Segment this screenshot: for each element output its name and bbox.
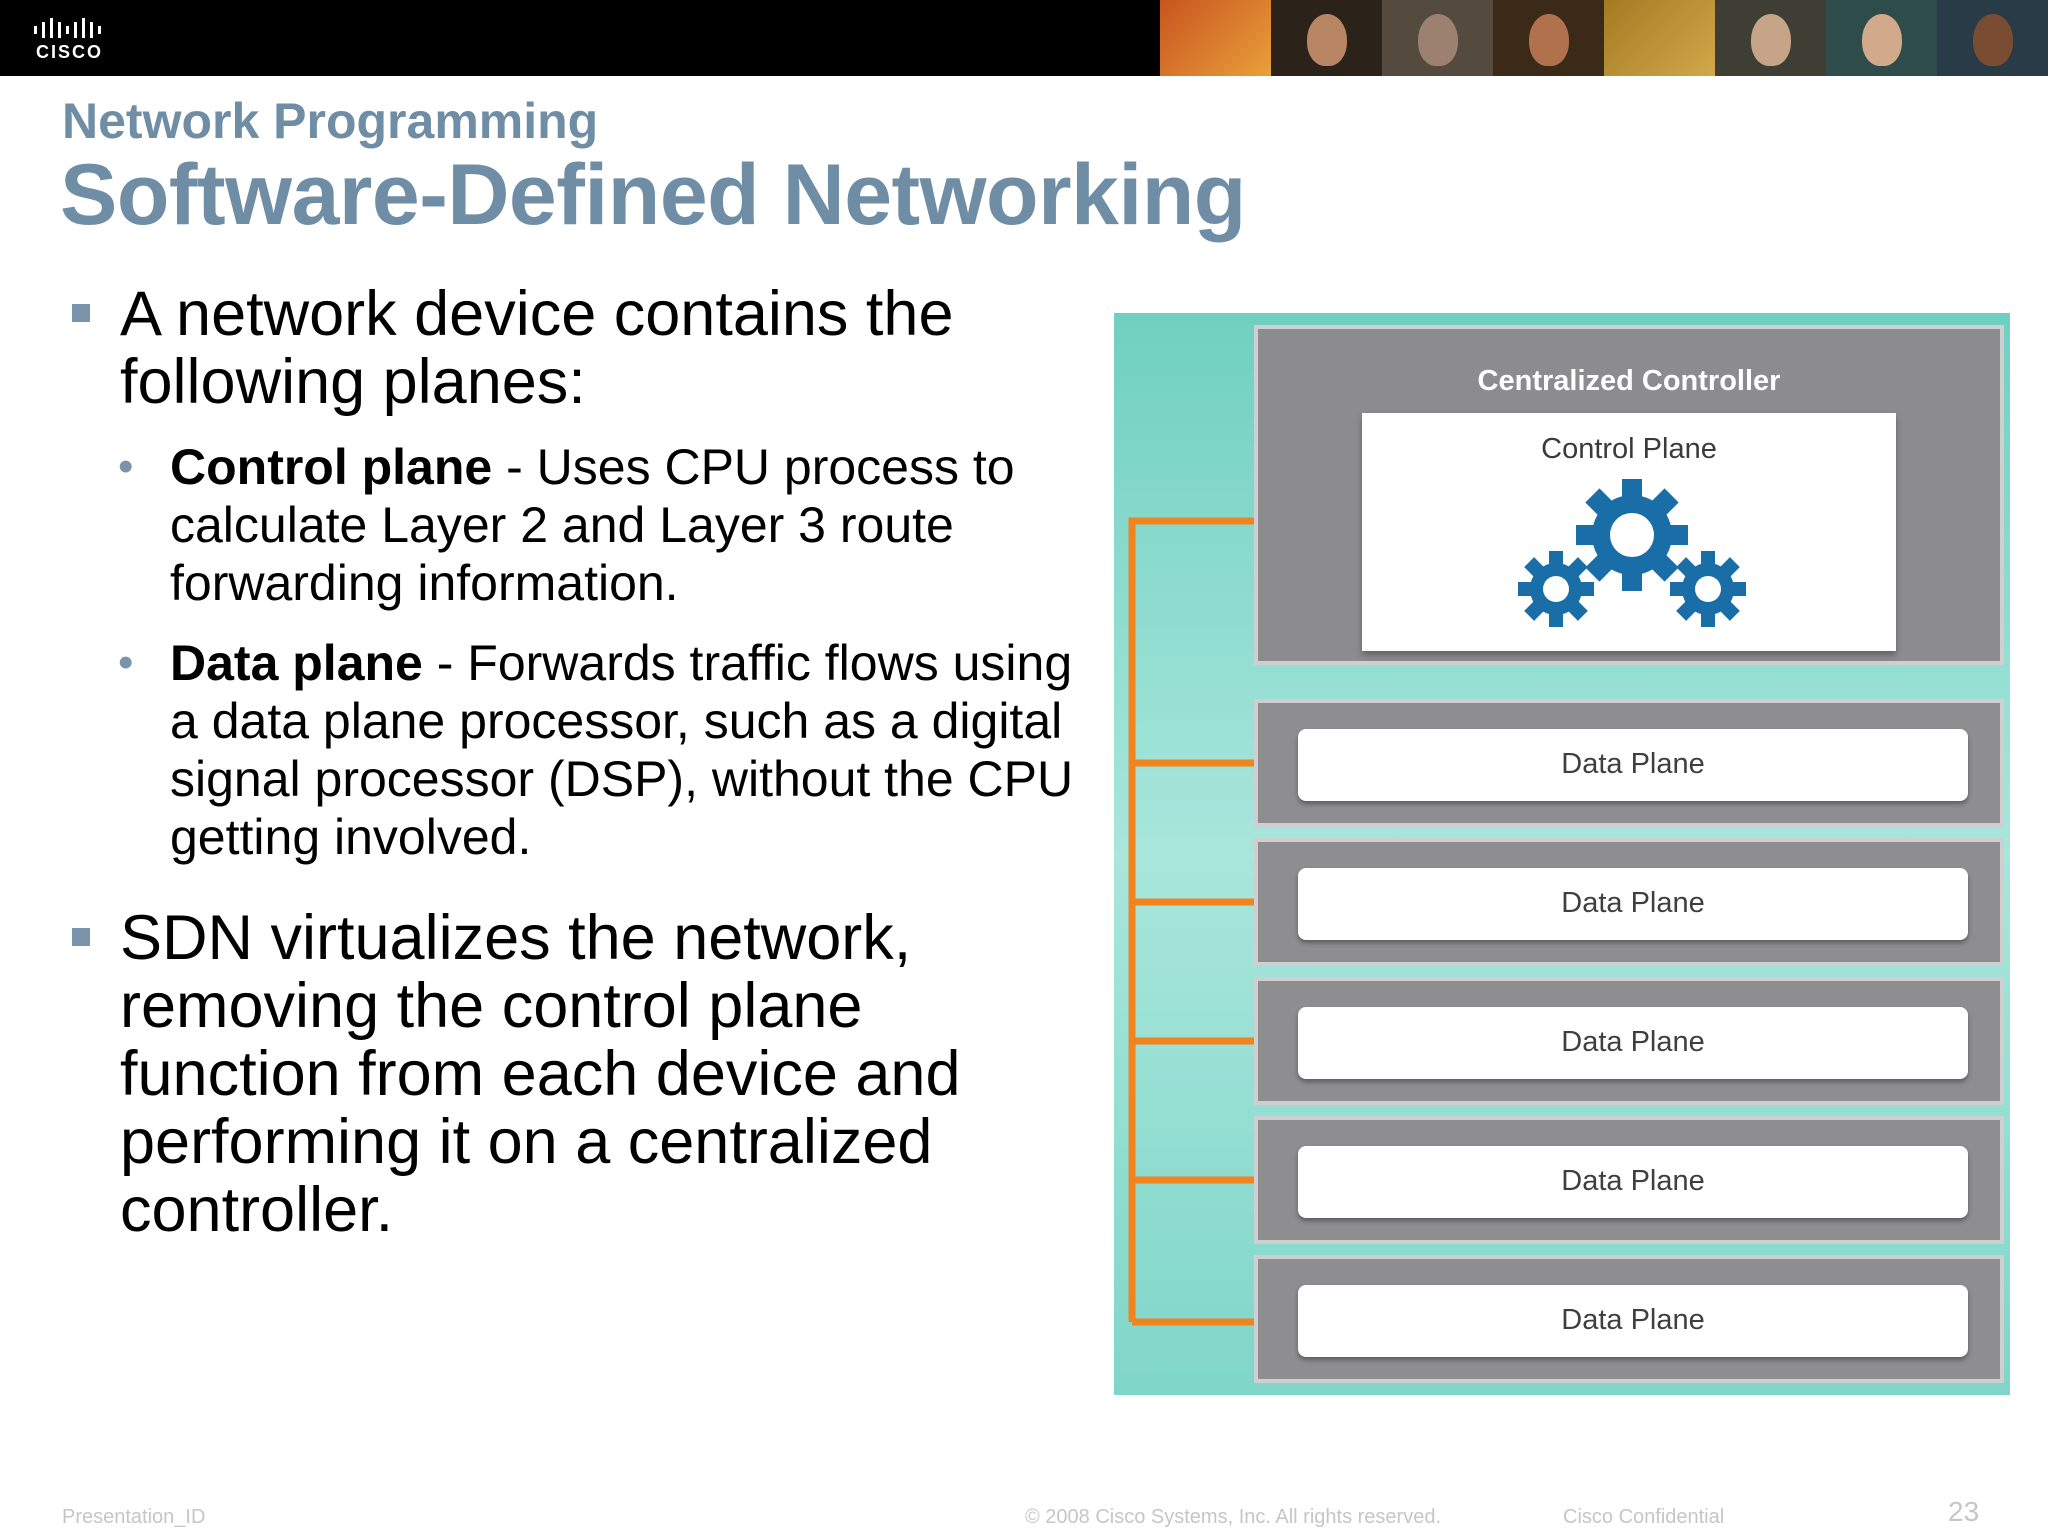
- data-plane-label: Data Plane: [1561, 887, 1705, 919]
- term-control-plane: Control plane: [170, 439, 493, 495]
- control-plane-label: Control Plane: [1541, 433, 1717, 465]
- photo-6: [1715, 0, 1826, 76]
- controller-label: Centralized Controller: [1477, 365, 1781, 397]
- footer-presentation-id: Presentation_ID: [62, 1506, 206, 1528]
- slide-subtitle: Network Programming: [62, 93, 599, 149]
- bullet-text: SDN virtualizes the network, removing th…: [120, 903, 961, 1245]
- data-plane-label: Data Plane: [1561, 1026, 1705, 1058]
- bullet-planes: A network device contains the following …: [60, 280, 1080, 416]
- footer-copyright: © 2008 Cisco Systems, Inc. All rights re…: [1025, 1506, 1442, 1528]
- cisco-logo-icon: [34, 18, 101, 38]
- sub-bullet-text: - Uses CPU process to calculate Layer 2 …: [170, 439, 1015, 611]
- gears-icon: [1518, 479, 1746, 627]
- square-bullet-icon: [72, 304, 90, 322]
- photo-3: [1382, 0, 1493, 76]
- centralized-controller-box: Centralized Controller Control Plane: [1254, 325, 2004, 665]
- slide-title: Software-Defined Networking: [60, 147, 1246, 243]
- photo-4: [1493, 0, 1604, 76]
- data-plane-panel: Data Plane: [1298, 868, 1968, 940]
- square-bullet-icon: [72, 928, 90, 946]
- photo-7: [1826, 0, 1937, 76]
- data-plane-panel: Data Plane: [1298, 1146, 1968, 1218]
- bullet-sdn: SDN virtualizes the network, removing th…: [60, 904, 1080, 1244]
- data-plane-box-1: Data Plane: [1254, 699, 2004, 827]
- photo-strip: [1160, 0, 2048, 76]
- photo-5: [1604, 0, 1715, 76]
- cisco-logo-text: CISCO: [36, 42, 104, 62]
- data-plane-label: Data Plane: [1561, 1165, 1705, 1197]
- term-data-plane: Data plane: [170, 635, 423, 691]
- photo-8: [1937, 0, 2048, 76]
- sub-bullet-control-plane: • Control plane - Uses CPU process to ca…: [60, 438, 1080, 612]
- data-plane-box-4: Data Plane: [1254, 1116, 2004, 1244]
- dot-bullet-icon: •: [118, 442, 134, 491]
- data-plane-label: Data Plane: [1561, 748, 1705, 780]
- data-plane-label: Data Plane: [1561, 1304, 1705, 1336]
- sdn-diagram: Centralized Controller Control Plane: [1114, 313, 2010, 1395]
- data-plane-box-2: Data Plane: [1254, 838, 2004, 966]
- photo-1: [1160, 0, 1271, 76]
- photo-2: [1271, 0, 1382, 76]
- bullet-list: A network device contains the following …: [60, 280, 1080, 1244]
- data-plane-panel: Data Plane: [1298, 1007, 1968, 1079]
- dot-bullet-icon: •: [118, 638, 134, 687]
- data-plane-box-5: Data Plane: [1254, 1255, 2004, 1383]
- data-plane-panel: Data Plane: [1298, 729, 1968, 801]
- page-number: 23: [1948, 1496, 1980, 1527]
- bullet-text: A network device contains the following …: [120, 279, 954, 417]
- top-banner: CISCO: [0, 0, 2048, 76]
- data-plane-panel: Data Plane: [1298, 1285, 1968, 1357]
- footer-confidential: Cisco Confidential: [1563, 1506, 1725, 1528]
- data-plane-box-3: Data Plane: [1254, 977, 2004, 1105]
- control-plane-panel: Control Plane: [1362, 413, 1896, 651]
- sub-bullet-data-plane: • Data plane - Forwards traffic flows us…: [60, 634, 1080, 866]
- sub-bullet-text: - Forwards traffic flows using a data pl…: [170, 635, 1074, 865]
